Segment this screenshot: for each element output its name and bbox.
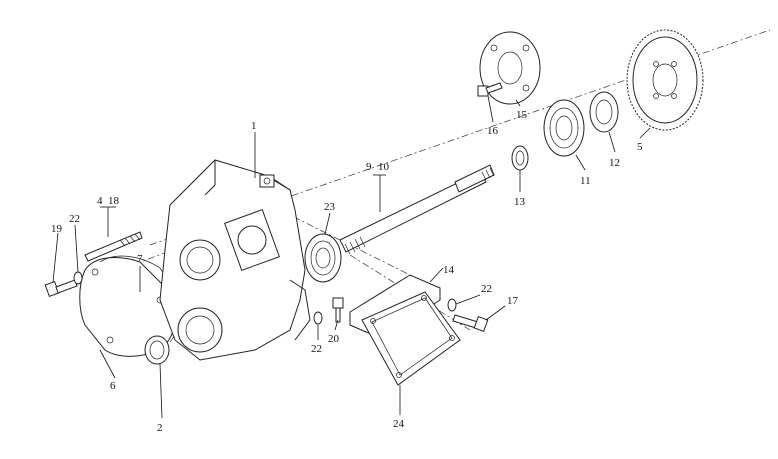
part-labels: 1 2 4 18 5 6 7 9 10 11 12 13 14 15 16 17… <box>51 109 643 434</box>
bolt-17 <box>452 314 489 332</box>
seal-ring <box>144 335 170 365</box>
label-part-11: 11 <box>580 175 591 187</box>
bolt-20 <box>332 297 344 323</box>
side-cover-24 <box>361 291 461 386</box>
shaft <box>339 164 495 255</box>
label-part-1: 1 <box>251 120 257 132</box>
bearing-12 <box>589 91 619 133</box>
label-part-6: 6 <box>110 380 116 392</box>
label-part-7: 7 <box>137 253 143 265</box>
label-part-4: 4 <box>97 195 103 207</box>
washer-22-right <box>447 298 457 312</box>
label-part-12: 12 <box>609 157 620 169</box>
bearing-11 <box>543 99 585 157</box>
label-part-24: 24 <box>393 418 405 430</box>
label-part-19: 19 <box>51 223 63 235</box>
retainer-plate-15 <box>479 31 541 105</box>
stud-bolt <box>84 231 143 262</box>
washer-22-left <box>73 271 83 285</box>
leader-lines <box>52 95 651 419</box>
label-part-18: 18 <box>108 195 120 207</box>
bearing-23 <box>304 233 342 283</box>
label-part-13: 13 <box>514 196 526 208</box>
spacer-13 <box>511 145 529 171</box>
label-part-16: 16 <box>487 125 499 137</box>
label-part-14: 14 <box>443 264 455 276</box>
label-part-17: 17 <box>507 295 519 307</box>
label-part-2: 2 <box>157 422 163 434</box>
label-part-20: 20 <box>328 333 340 345</box>
bolt-19 <box>44 279 78 297</box>
bolt-16 <box>477 82 503 97</box>
gear-housing <box>159 159 311 361</box>
label-part-5: 5 <box>637 141 643 153</box>
label-part-22-right: 22 <box>481 283 492 295</box>
label-part-9: 9 <box>366 161 372 173</box>
gear-5 <box>626 29 704 131</box>
washer-22-lower <box>313 311 323 325</box>
label-part-23: 23 <box>324 201 336 213</box>
label-part-10: 10 <box>378 161 390 173</box>
label-part-15: 15 <box>516 109 528 121</box>
label-part-22-lower: 22 <box>311 343 322 355</box>
label-part-22-left: 22 <box>69 213 80 225</box>
